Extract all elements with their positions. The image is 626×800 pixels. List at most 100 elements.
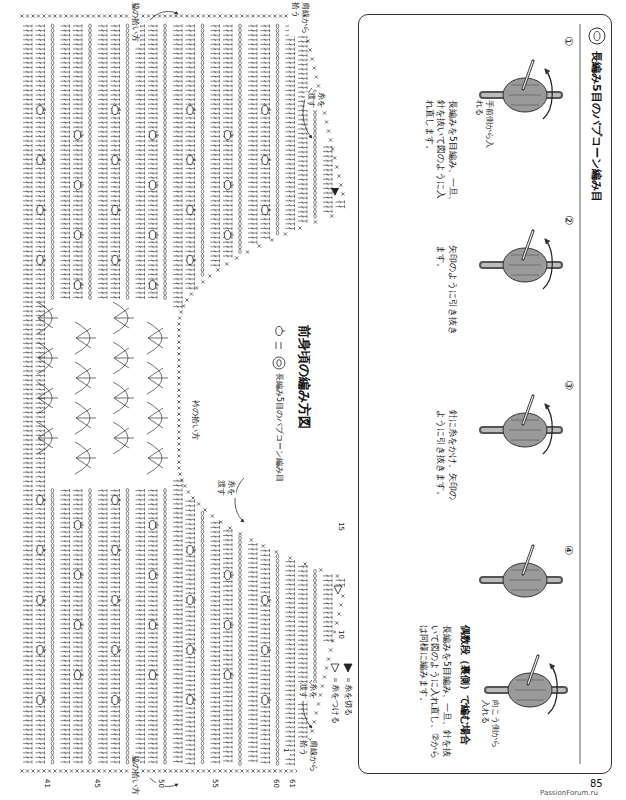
direction-arrow	[543, 69, 552, 119]
row-number: 45	[92, 779, 101, 795]
stitch-row	[89, 24, 92, 764]
shell-stitch	[37, 342, 58, 374]
popcorn-illustration	[483, 231, 559, 289]
stitch-row	[211, 24, 220, 763]
panel-divider	[580, 24, 581, 764]
popcorn-symbol	[187, 546, 196, 555]
row-number: 41	[42, 779, 51, 795]
popcorn-symbol	[187, 256, 196, 265]
shell-stitch	[75, 402, 96, 434]
stitch-row	[336, 200, 345, 586]
popcorn-symbol	[74, 671, 83, 680]
crochet-hook	[523, 231, 533, 259]
chart-note: 糸を渡す	[305, 92, 326, 110]
popcorn-symbol	[74, 230, 83, 239]
popcorn-symbol	[74, 281, 83, 290]
step-number: ③	[561, 380, 575, 394]
popcorn-symbol	[262, 595, 271, 604]
popcorn-symbol	[112, 155, 121, 164]
legend-samples	[273, 326, 352, 672]
popcorn-symbol	[112, 105, 121, 114]
step-number: ②	[561, 215, 575, 229]
legend-symbol	[277, 360, 281, 367]
legend-symbol	[344, 664, 352, 672]
shell-stitch	[113, 302, 134, 334]
illustration-note: 手前側から入れる	[473, 100, 494, 150]
popcorn-symbol	[149, 621, 158, 630]
stitch-number: 10	[336, 630, 345, 644]
direction-arrow	[543, 404, 552, 454]
stitch-row	[286, 24, 295, 765]
popcorn-stitches	[37, 105, 271, 704]
step-text: 針に糸をかけ、矢印のように引き抜きます。	[435, 410, 458, 500]
popcorn-symbol	[187, 156, 196, 165]
popcorn-symbol	[112, 646, 121, 655]
crochet-hook	[523, 546, 533, 574]
popcorn-symbol	[149, 521, 158, 530]
popcorn-symbol	[112, 256, 121, 265]
popcorn-symbol	[149, 671, 158, 680]
chart-note: 肩線から拾う	[297, 740, 318, 774]
chart-note: 糸を渡す	[297, 683, 318, 701]
legend-symbol	[276, 326, 285, 335]
stitch-row	[136, 24, 145, 763]
row-number: 61	[287, 779, 296, 795]
popcorn-symbol	[149, 181, 158, 190]
popcorn-symbol	[224, 671, 233, 680]
shell-pattern	[37, 302, 168, 474]
shell-stitch	[37, 382, 58, 414]
step-number: ①	[561, 36, 575, 50]
stitch-row	[126, 24, 129, 764]
popcorn-symbol	[224, 231, 233, 240]
crochet-hook	[523, 61, 533, 89]
legend-text: ＝糸を切る	[343, 676, 353, 736]
popcorn-symbol	[224, 571, 233, 580]
chart-note: 糸を渡す	[215, 480, 236, 498]
row-number: 50	[156, 779, 165, 795]
shell-stitch	[37, 422, 58, 454]
legend-symbol	[273, 357, 285, 369]
step-text: 矢印のように引き抜きます。	[435, 245, 458, 335]
popcorn-symbol	[37, 646, 46, 655]
popcorn-symbol	[262, 155, 271, 164]
step-number: ④	[561, 545, 575, 559]
single-crochet-border	[20, 14, 344, 772]
popcorn-symbol	[224, 131, 233, 140]
crochet-hook	[523, 546, 533, 574]
stitch-lines	[509, 85, 541, 105]
panel-title: 長編み5目のパプコーン編み目	[589, 51, 603, 271]
shell-stitch	[147, 442, 168, 474]
stitch-lines	[509, 570, 541, 590]
popcorn-symbol	[37, 696, 46, 705]
popcorn-symbol	[262, 205, 271, 214]
popcorn-symbol	[74, 181, 83, 190]
popcorn-symbol	[112, 696, 121, 705]
cut-marker	[331, 188, 339, 196]
shell-stitch	[147, 362, 168, 394]
popcorn-symbol	[37, 206, 46, 215]
popcorn-symbol	[187, 696, 196, 705]
stitch-lines	[509, 420, 541, 440]
popcorn-symbol	[37, 546, 46, 555]
page-number: 85	[590, 778, 603, 790]
step-text: 長編みを5目編み、一旦、針を抜いて図のように入れ直します。	[423, 100, 458, 205]
legend-text: ＝糸をつける	[330, 676, 340, 736]
shell-stitch	[75, 322, 96, 354]
step-text: 長編みを5目編み、一旦、針を抜いて図のように入れ直し、②からは同様に編みます。	[417, 625, 452, 765]
header-icon	[594, 32, 600, 41]
popcorn-symbol	[149, 571, 158, 580]
stitch-number: 15	[336, 522, 345, 536]
stitch-row	[201, 24, 204, 764]
popcorn-symbol	[262, 695, 271, 704]
shell-stitch	[147, 402, 168, 434]
popcorn-illustration	[483, 61, 559, 119]
stitch-row	[314, 90, 317, 698]
chart-note: 脇の拾い方	[130, 2, 140, 47]
popcorn-symbol	[262, 645, 271, 654]
shell-stitch	[113, 422, 134, 454]
popcorn-symbol	[187, 646, 196, 655]
shell-stitch	[147, 322, 168, 354]
popcorn-symbol	[187, 106, 196, 115]
popcorn-symbol	[74, 521, 83, 530]
